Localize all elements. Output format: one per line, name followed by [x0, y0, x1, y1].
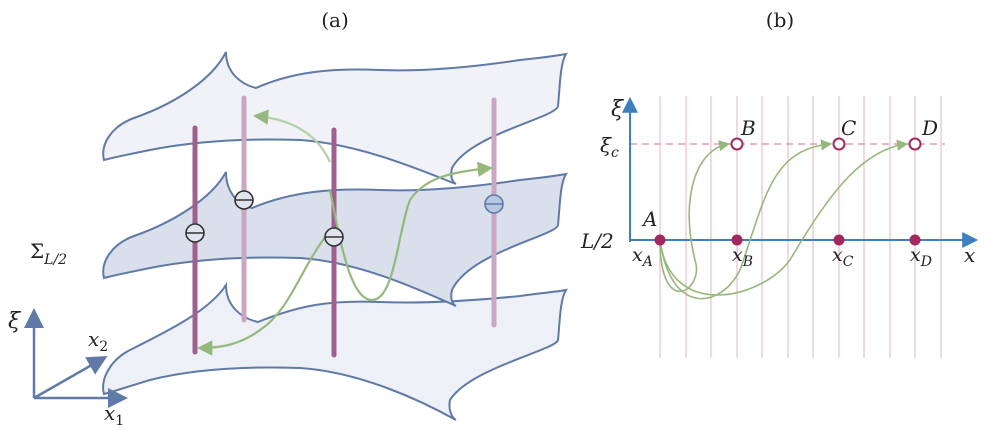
label-xA: xA [632, 244, 653, 270]
axis-xi-label-b: ξ [611, 97, 625, 122]
defect-4 [484, 194, 504, 214]
top-sheet [102, 51, 568, 185]
trajectory-b-to-B [659, 140, 731, 293]
trajectory-b-to-C [659, 139, 833, 300]
axis-x1-label: x1 [104, 401, 124, 429]
trajectory-b-to-D [659, 139, 909, 296]
label-B: B [740, 116, 756, 140]
trajectory-a-1 [252, 109, 332, 163]
label-A: A [641, 207, 657, 231]
defect-3 [324, 227, 344, 247]
defect-2 [234, 190, 254, 210]
point-xD [909, 234, 921, 246]
panel-b-label: (b) [766, 8, 794, 32]
label-xD: xD [910, 244, 932, 270]
xi-c-label: ξc [600, 133, 619, 161]
point-xA [654, 234, 666, 246]
axis-x2 [33, 356, 108, 400]
label-C: C [841, 116, 856, 140]
sigma-label: ΣL/2 [30, 239, 67, 268]
point-D [908, 137, 922, 151]
axis-x2-label: x2 [88, 327, 108, 355]
trajectory-a-3 [328, 161, 494, 302]
point-B [730, 137, 744, 151]
point-C [832, 137, 846, 151]
panel-a-label: (a) [321, 8, 349, 32]
panel-a: (a) ΣL/2 [8, 8, 569, 429]
l2-label: L/2 [580, 229, 614, 253]
label-xB: xB [732, 244, 753, 270]
axis-xi-label-a: ξ [8, 309, 22, 334]
trajectory-a-2 [196, 235, 327, 356]
axis-x-label-b: x [964, 243, 975, 267]
defect-1 [185, 223, 205, 243]
label-D: D [921, 116, 938, 140]
label-xC: xC [832, 244, 854, 270]
panel-b: (b) [580, 8, 979, 358]
point-xC [833, 234, 845, 246]
point-xB [731, 234, 743, 246]
grid-lines [659, 96, 942, 358]
